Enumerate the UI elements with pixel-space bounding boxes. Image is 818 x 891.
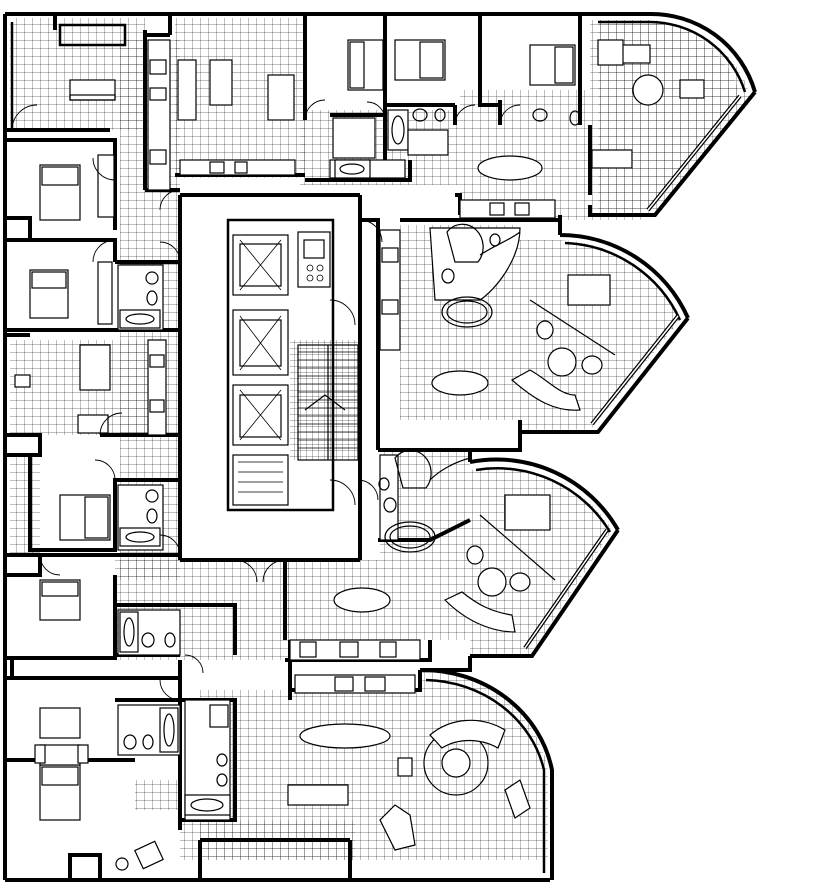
building-core <box>178 193 362 562</box>
stairwell <box>297 344 359 461</box>
kitchen-counters <box>147 39 556 821</box>
beds <box>29 39 576 821</box>
exterior-walls <box>3 11 757 882</box>
furniture <box>14 39 705 871</box>
doors <box>11 99 521 701</box>
bathrooms <box>117 108 581 816</box>
elevator-shafts <box>232 234 289 506</box>
